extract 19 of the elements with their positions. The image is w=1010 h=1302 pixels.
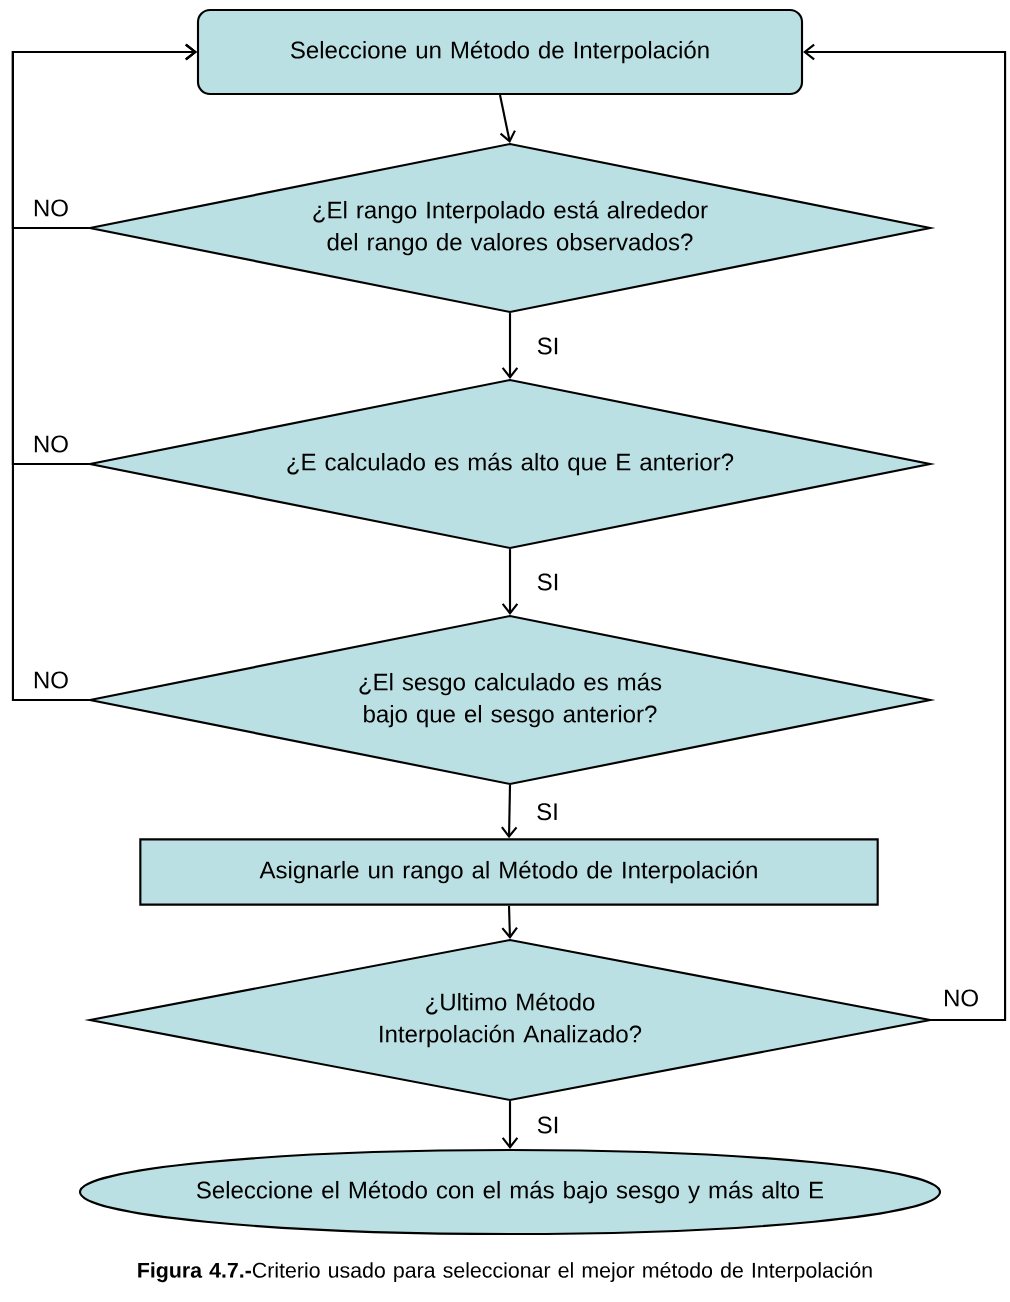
arrow <box>501 785 518 839</box>
process-box: Seleccione un Método de Interpolación <box>196 8 804 96</box>
arrow <box>803 43 1007 1022</box>
edge-label: NO <box>31 670 71 690</box>
edge-label: NO <box>31 198 71 218</box>
arrow <box>501 313 519 379</box>
arrow <box>11 43 197 702</box>
edge-label: SI <box>534 801 561 822</box>
arrow <box>498 94 516 143</box>
edge-label: NO <box>31 434 71 454</box>
figure-caption: Figura 4.7.-Criterio usado para seleccionar el mejor método de Interpolación <box>138 1261 872 1283</box>
edge-label: SI <box>535 336 561 356</box>
edge-label: NO <box>941 988 981 1008</box>
arrow <box>501 1101 519 1149</box>
arrow <box>501 905 518 939</box>
edge-label: SI <box>535 572 561 592</box>
edge-label: SI <box>535 1115 561 1135</box>
arrow <box>501 549 519 615</box>
process-box: Asignarle un rango al Método de Interpolación <box>139 838 879 906</box>
